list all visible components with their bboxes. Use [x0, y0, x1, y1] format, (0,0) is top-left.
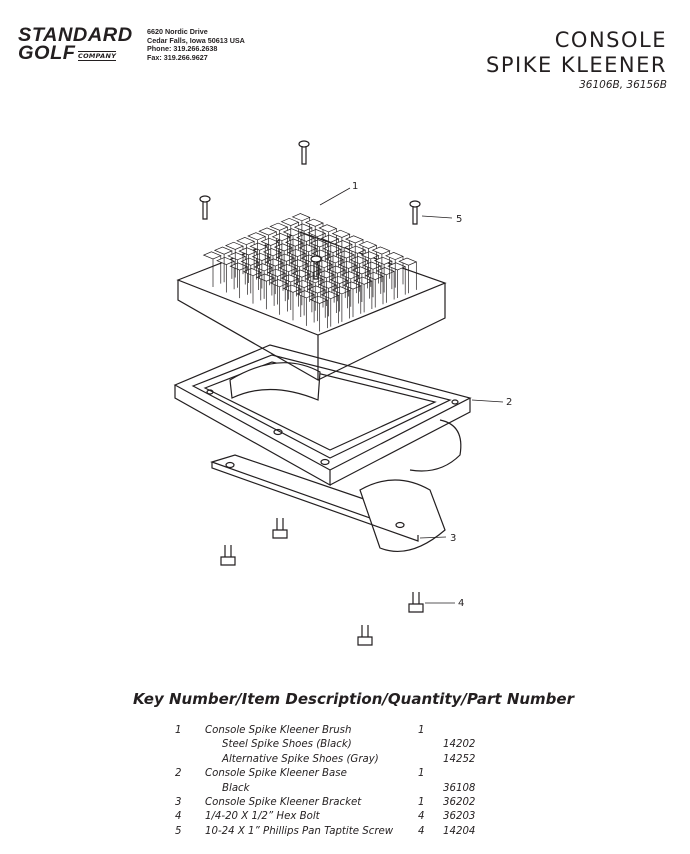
table-row: Black 36108	[0, 783, 690, 797]
table-row: 1 Console Spike Kleener Brush 1	[0, 725, 690, 739]
quantity: 1	[418, 768, 425, 780]
item-description: Black	[222, 782, 250, 794]
key-number: 2	[175, 768, 182, 780]
callout-leaders	[319, 187, 504, 604]
title-line2: SPIKE KLEENER	[486, 53, 667, 77]
logo-text-standard: STANDARD	[18, 25, 133, 46]
quantity: 4	[418, 825, 425, 837]
part-number: 36203	[443, 811, 476, 823]
bristle	[358, 240, 378, 277]
brush	[176, 213, 447, 382]
bristle-grid	[202, 213, 418, 332]
title-line1: CONSOLE	[554, 28, 667, 52]
item-description: Console Spike Kleener Bracket	[205, 797, 362, 808]
address-line: 6620 Nordic Drive	[147, 27, 208, 36]
logo-text-golf: GOLF	[18, 43, 76, 64]
item-description: Console Spike Kleener Base	[205, 768, 347, 780]
bristle	[291, 213, 311, 249]
title-part-numbers: 36106B, 36156B	[579, 79, 667, 91]
item-description: 10-24 X 1” Phillips Pan Taptite Screw	[205, 825, 394, 837]
base-frame	[173, 344, 472, 487]
item-description: Alternative Spike Shoes (Gray)	[222, 753, 379, 765]
part-number: 14252	[443, 753, 476, 765]
phone: Phone: 319.266.2638	[147, 44, 218, 53]
table-row: 2 Console Spike Kleener Base 1	[0, 768, 690, 782]
bristle	[398, 257, 418, 294]
bracket	[210, 454, 446, 552]
part-number: 36108	[443, 782, 476, 794]
document-title: CONSOLE SPIKE KLEENER 36106B, 36156B	[486, 28, 667, 91]
part-number: 14202	[443, 739, 476, 751]
item-description: Steel Spike Shoes (Black)	[222, 739, 352, 751]
bristle	[384, 252, 404, 288]
item-description: Console Spike Kleener Brush	[205, 725, 352, 736]
bristle	[344, 235, 364, 272]
table-row: 5 10-24 X 1” Phillips Pan Taptite Screw 4 1…	[0, 826, 690, 840]
parts-table-heading: Key Number/Item Description/Quantity/Par…	[133, 690, 574, 708]
screws	[199, 140, 421, 280]
hex-bolts	[220, 518, 424, 646]
table-row: 4 1/4-20 X 1/2” Hex Bolt 4 36203	[0, 811, 690, 825]
logo-text-company: COMPANY	[78, 51, 117, 61]
callout-4: 4	[458, 598, 464, 609]
callout-2: 2	[506, 397, 512, 408]
company-address: 6620 Nordic Drive Cedar Falls, Iowa 5061…	[147, 27, 245, 62]
key-number: 5	[175, 825, 182, 837]
table-row: 3 Console Spike Kleener Bracket 1 36202	[0, 797, 690, 811]
quantity: 1	[418, 725, 425, 736]
part-number: 14204	[443, 825, 476, 837]
table-row: Alternative Spike Shoes (Gray) 14252	[0, 754, 690, 768]
company-logo: STANDARD GOLF COMPANY	[18, 26, 146, 63]
quantity: 4	[418, 811, 425, 823]
quantity: 1	[418, 797, 425, 808]
part-number: 36202	[443, 797, 476, 808]
item-description: 1/4-20 X 1/2” Hex Bolt	[205, 811, 320, 823]
key-number: 1	[175, 725, 182, 736]
exploded-diagram: 1 2 3 4 5	[173, 140, 512, 646]
fax: Fax: 319.266.9627	[147, 52, 208, 62]
callout-3: 3	[450, 533, 456, 544]
callout-5: 5	[456, 214, 462, 225]
table-row: Steel Spike Shoes (Black) 14202	[0, 739, 690, 753]
bristle	[331, 229, 351, 266]
address-line: Cedar Falls, Iowa 50613 USA	[147, 35, 245, 45]
bristle	[238, 247, 258, 284]
callout-1: 1	[352, 181, 358, 192]
key-number: 3	[175, 797, 182, 808]
key-number: 4	[175, 811, 182, 823]
